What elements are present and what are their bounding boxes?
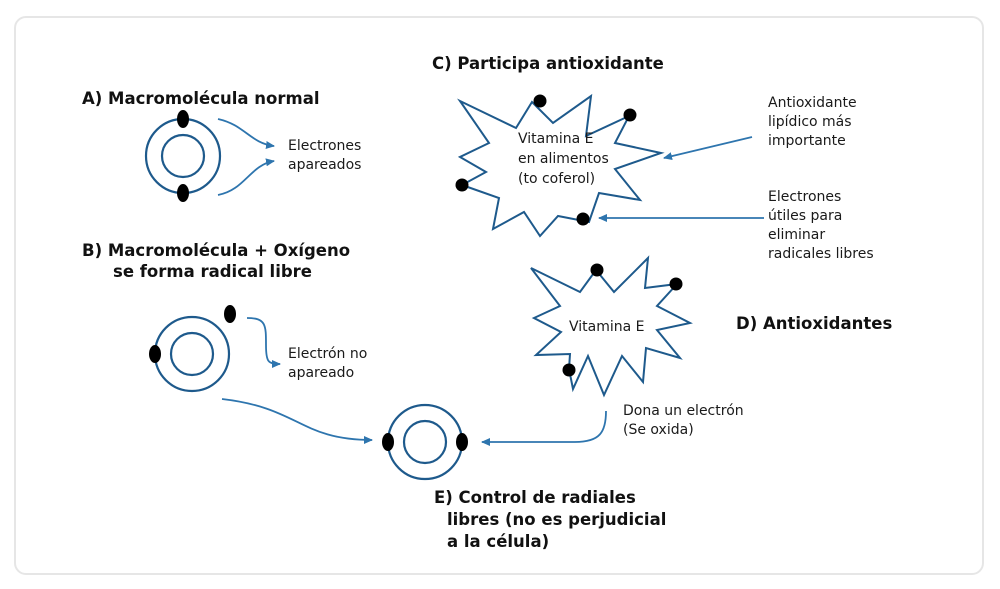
outer-orbit xyxy=(144,117,222,195)
paired-electrons-label: Electrones apareados xyxy=(288,138,366,173)
vitamin-e-star xyxy=(530,255,693,398)
section-b: B) Macromolécula + Oxígeno se forma radi… xyxy=(82,241,373,444)
electron-dot xyxy=(533,94,547,108)
section-e: E) Control de radiales libres (no es per… xyxy=(382,403,672,551)
electron-dot xyxy=(149,345,161,363)
donates-electron-label: Dona un electrón (Se oxida) xyxy=(623,403,748,438)
arrow-lipid-antioxidant xyxy=(663,136,753,161)
section-a-title: A) Macromolécula normal xyxy=(82,89,320,108)
useful-electrons-note: Electrones útiles para eliminar radicale… xyxy=(768,189,874,262)
outer-orbit xyxy=(153,315,231,393)
section-c: C) Participa antioxidante Vitamina E en … xyxy=(432,54,874,262)
section-e-title: E) Control de radiales libres (no es per… xyxy=(434,488,672,551)
diagram-card xyxy=(14,16,984,575)
electron-dot xyxy=(623,108,637,122)
arrow-radical-to-control xyxy=(221,398,373,444)
outer-orbit xyxy=(386,403,464,481)
vitamin-e-food-star xyxy=(457,93,665,238)
vitamin-e-text: Vitamina E xyxy=(569,319,645,335)
inner-orbit xyxy=(169,331,215,377)
arrow-donate-electron xyxy=(481,410,607,446)
arrow-unpaired xyxy=(246,317,281,368)
lipid-antioxidant-note: Antioxidante lipídico más importante xyxy=(768,95,861,149)
electron-dot xyxy=(590,263,604,277)
inner-orbit xyxy=(402,419,448,465)
section-d: Vitamina E D) Antioxidantes Dona un elec… xyxy=(481,255,892,446)
unpaired-electron-label: Electrón no apareado xyxy=(288,346,372,381)
unpaired-electron-dot xyxy=(224,305,236,323)
useful-electron-dot xyxy=(576,212,590,226)
controlled-macromolecule xyxy=(382,403,468,481)
section-a: A) Macromolécula normal Electrones apare… xyxy=(82,89,366,202)
electron-dot xyxy=(382,433,394,451)
section-b-title: B) Macromolécula + Oxígeno se forma radi… xyxy=(82,241,356,281)
electron-dot xyxy=(455,178,469,192)
electron-dot xyxy=(456,433,468,451)
section-d-title: D) Antioxidantes xyxy=(736,314,892,333)
electron-dot xyxy=(669,277,683,291)
electron-dot xyxy=(562,363,576,377)
normal-macromolecule xyxy=(144,110,222,202)
arrow-paired-top xyxy=(217,118,275,149)
arrow-paired-bottom xyxy=(217,158,275,196)
inner-orbit xyxy=(160,133,206,179)
free-radical-macromolecule xyxy=(149,305,236,393)
vitamin-e-food-text: Vitamina E en alimentos (to coferol) xyxy=(518,131,613,187)
electron-dot xyxy=(177,110,189,128)
section-c-title: C) Participa antioxidante xyxy=(432,54,664,73)
electron-dot xyxy=(177,184,189,202)
